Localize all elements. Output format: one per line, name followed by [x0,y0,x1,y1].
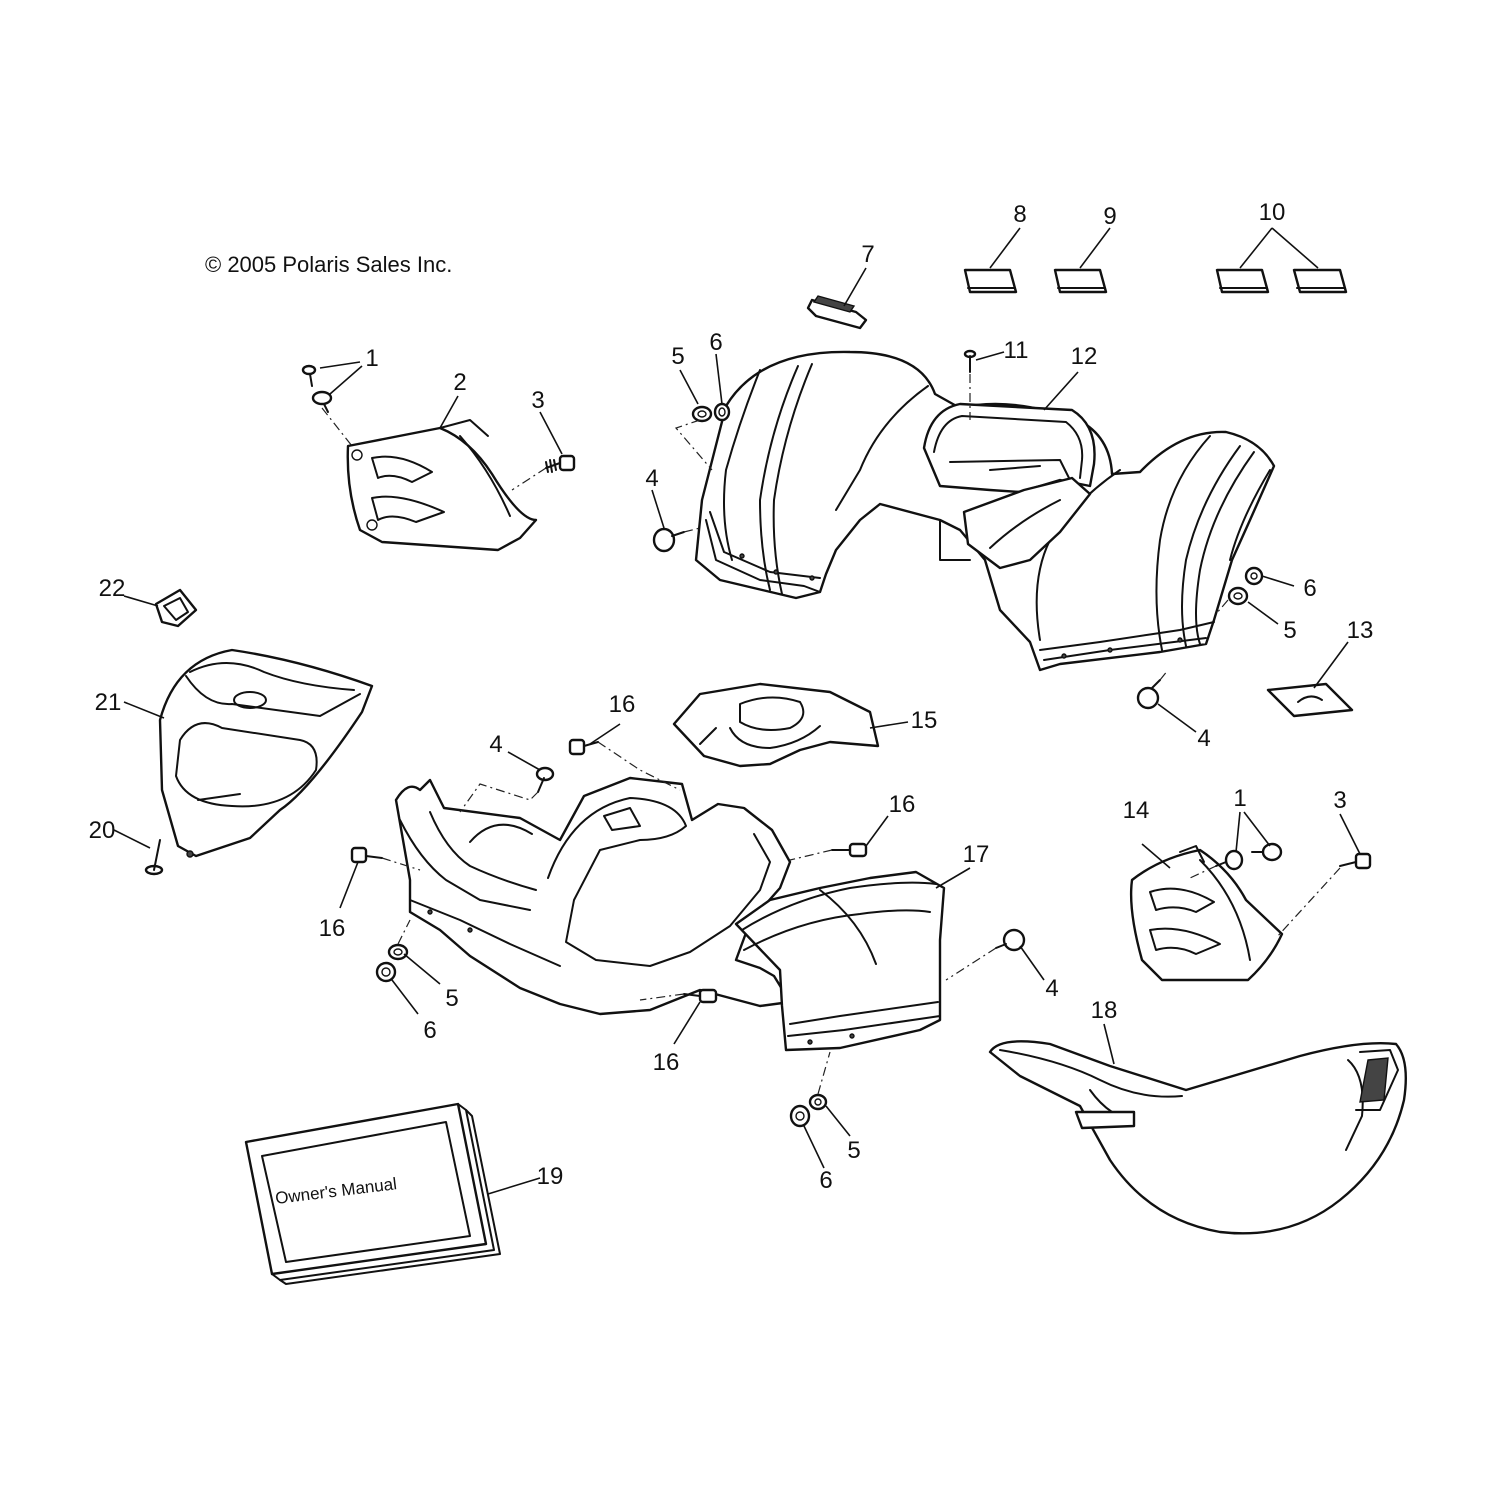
assembly-line [321,407,353,447]
callout-3: 3 [531,387,544,414]
callout-5: 5 [671,343,684,370]
bolt-16-center [831,842,868,858]
callout-8: 8 [1013,201,1026,228]
decal-10-right [1292,268,1348,294]
washer-5-front-bottom [808,1093,828,1111]
washer-5-rear-right [1227,586,1249,606]
screw-20 [144,839,164,876]
screw-4-rear-left [652,527,685,553]
bolt-11 [963,349,977,373]
callout-4: 4 [1045,975,1058,1002]
headlight-pod-21 [158,648,374,858]
callout-6: 6 [819,1167,832,1194]
callout-5: 5 [1283,617,1296,644]
copyright-text: © 2005 Polaris Sales Inc. [205,252,452,277]
lens-22 [154,588,198,628]
callout-16: 16 [889,791,916,818]
rear-fender-12 [694,350,1276,672]
decal-8 [963,268,1018,294]
assembly-line [683,527,701,533]
callout-18: 18 [1091,997,1118,1024]
callout-4: 4 [489,731,502,758]
push-rivet-top [301,364,317,387]
callout-16: 16 [653,1049,680,1076]
screw-4-rear-right [1136,679,1161,710]
decal-7 [806,295,868,330]
assembly-line [789,849,833,861]
nut-6-front-bottom [789,1104,811,1128]
assembly-line [1215,599,1229,615]
screw-3-top [545,454,576,473]
assembly-line [639,993,685,1001]
bolt-16-left [350,846,383,864]
assembly-line [674,419,713,471]
nut-6-rear-left [713,402,731,422]
decal-10-left [1215,268,1270,294]
callout-9: 9 [1103,203,1116,230]
assembly-line [817,1051,831,1095]
side-panel-2 [346,419,538,552]
callout-13: 13 [1347,617,1374,644]
callout-22: 22 [99,575,126,602]
nut-6-rear-right [1244,566,1264,586]
callout-1: 1 [1233,785,1246,812]
assembly-line [1189,865,1217,879]
callout-17: 17 [963,841,990,868]
center-cover-15 [672,682,880,768]
side-panel-14 [1129,845,1284,982]
owners-manual-19 [244,1102,501,1285]
push-rivet-14-left [1215,849,1244,871]
washer-5-rear-left [691,405,713,423]
push-rivet-14-right [1251,842,1283,862]
callout-4: 4 [1197,725,1210,752]
callout-11: 11 [1004,337,1029,364]
callout-6: 6 [709,329,722,356]
assembly-line [397,919,411,945]
callout-4: 4 [645,465,658,492]
callout-7: 7 [861,241,874,268]
decal-9 [1053,268,1108,294]
assembly-line [1275,867,1341,939]
assembly-line [511,467,547,491]
callout-6: 6 [1303,575,1316,602]
callouts: 1 1 2 3 3 4 4 4 4 5 5 5 5 6 6 6 6 7 8 9 … [89,199,1374,1194]
push-rivet-bottom [311,390,333,413]
callout-3: 3 [1333,787,1346,814]
nut-6-front-left [375,961,397,983]
bolt-16-bottom [683,988,718,1004]
callout-15: 15 [911,707,938,734]
front-cab-17 [394,776,946,1052]
seat-18 [988,1040,1407,1235]
screw-3-bottom [1339,852,1372,870]
callout-1: 1 [365,345,378,372]
callout-6: 6 [423,1017,436,1044]
assembly-line [459,783,539,813]
assembly-line [945,947,997,981]
callout-2: 2 [453,369,466,396]
callout-12: 12 [1071,343,1098,370]
callout-21: 21 [95,689,122,716]
assembly-line [381,857,421,871]
leader-lines [113,227,1361,1195]
callout-16: 16 [319,915,346,942]
callout-16: 16 [609,691,636,718]
callout-10: 10 [1259,199,1286,226]
screw-4-front-left [535,766,555,793]
assembly-line [1159,669,1169,681]
callout-19: 19 [537,1163,564,1190]
assembly-line [597,741,681,791]
callout-20: 20 [89,817,116,844]
callout-5: 5 [445,985,458,1012]
callout-5: 5 [847,1137,860,1164]
washer-5-front-left [387,943,409,961]
callout-14: 14 [1123,797,1150,824]
screw-4-front-right [995,928,1026,952]
plate-13 [1266,682,1354,718]
